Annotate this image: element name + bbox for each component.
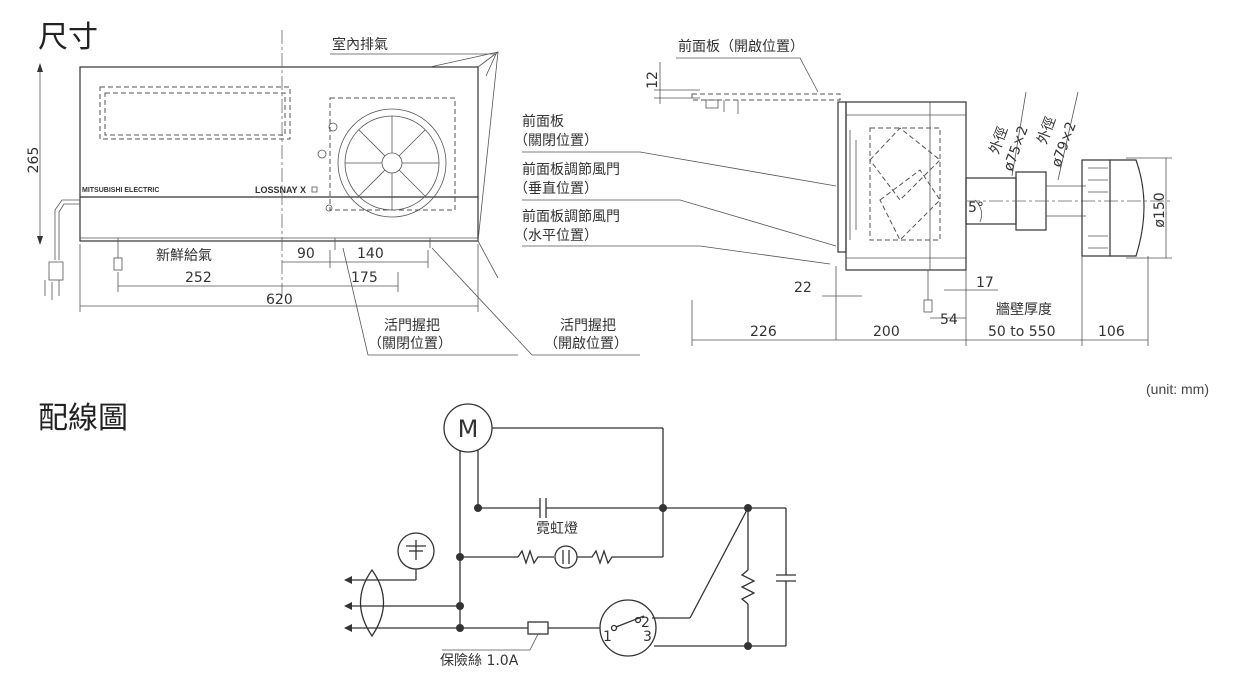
wiring-title: 配線圖 (38, 401, 128, 436)
unit-note: (unit: mm) (1146, 381, 1209, 397)
unit-body-side (845, 101, 967, 271)
fuse-symbol (527, 621, 549, 635)
damper-closed-label-2: （關閉位置） (368, 336, 452, 352)
dim-wall: 50 to 550 (988, 324, 1056, 340)
neon-lamp-label: 霓虹燈 (536, 521, 578, 537)
front-panel-side (837, 101, 847, 253)
power-cord (44, 199, 80, 300)
front-panel-closed-label-1: 前面板 (522, 113, 564, 130)
fuse-label: 保險絲 1.0A (440, 653, 519, 669)
damper-closed-label-1: 活門握把 (384, 318, 440, 334)
dim-252: 252 (185, 270, 212, 286)
dim-17: 17 (976, 275, 994, 291)
damper-open-label-1: 活門握把 (560, 318, 616, 334)
dimensions-title: 尺寸 (38, 20, 98, 55)
damper-horizontal-label-2: （水平位置） (514, 228, 598, 244)
wiring-diagram: M 霓虹燈 (344, 403, 796, 669)
dim-106: 106 (1098, 324, 1125, 340)
side-view: 前面板（開啟位置） 12 (514, 38, 1172, 346)
outdoor-hood (1081, 159, 1145, 257)
dim-22: 22 (794, 280, 812, 296)
dim-height: 265 (26, 147, 42, 174)
dim-620: 620 (266, 292, 293, 308)
damper-vertical-label-1: 前面板調節風門 (522, 161, 620, 178)
brand-label: MITSUBISHI ELECTRIC (82, 187, 159, 194)
dim-150: ø150 (1152, 192, 1168, 227)
fresh-supply-label: 新鮮給氣 (156, 248, 212, 264)
switch-symbol (599, 599, 657, 657)
front-panel-open-label: 前面板（開啟位置） (678, 38, 804, 55)
damper-horizontal-label-1: 前面板調節風門 (522, 208, 620, 225)
plug-symbol (359, 568, 385, 638)
indoor-exhaust-label: 室內排氣 (332, 36, 388, 53)
angle-5: 5° (968, 200, 984, 216)
front-view: MITSUBISHI ELECTRIC LOSSNAY X 265 室內排氣 新… (26, 30, 640, 356)
dim-90: 90 (297, 246, 315, 262)
dim-226: 226 (750, 324, 777, 340)
front-panel-closed-label-2: （關閉位置） (514, 133, 598, 149)
wall-thickness-label: 牆壁厚度 (996, 302, 1052, 318)
neon-lamp-symbol (554, 545, 578, 569)
switch-pos-3: 3 (643, 629, 652, 645)
outer-dia-2-label: 外徑 (1035, 115, 1060, 147)
dim-140: 140 (357, 246, 384, 262)
dim-200: 200 (873, 324, 900, 340)
front-body-outline (79, 66, 479, 242)
damper-open-label-2: （開啟位置） (544, 336, 628, 352)
switch-pos-1: 1 (603, 629, 612, 645)
dim-54: 54 (940, 312, 958, 328)
damper-vertical-label-2: （垂直位置） (514, 180, 598, 197)
model-label: LOSSNAY X (255, 185, 306, 195)
dim-175: 175 (351, 270, 378, 286)
motor-label: M (458, 415, 479, 443)
dim-12: 12 (645, 71, 661, 89)
switch-pos-2: 2 (641, 615, 650, 631)
fan-wheel (337, 108, 447, 218)
